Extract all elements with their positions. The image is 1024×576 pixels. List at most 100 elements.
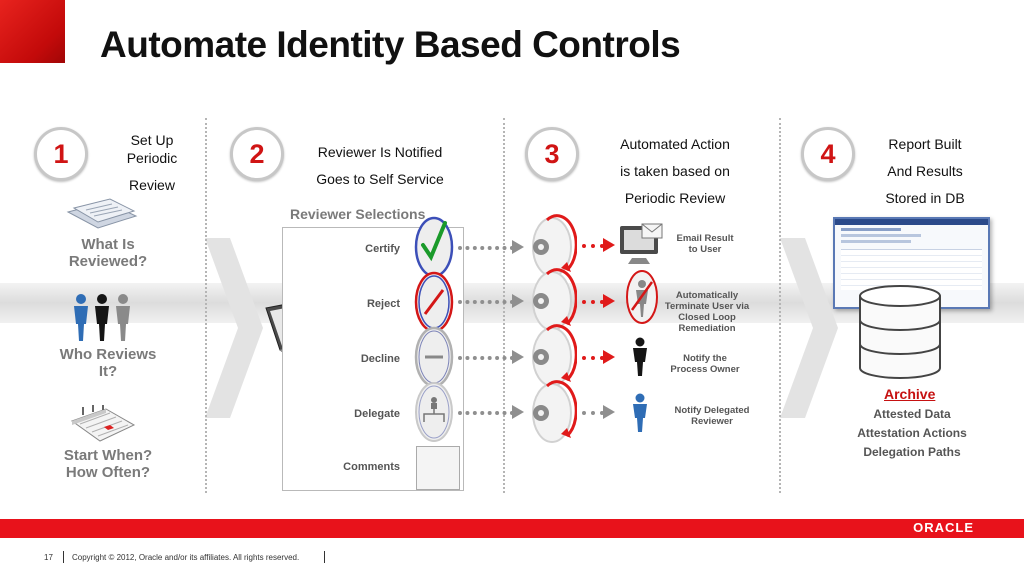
terminate-user-icon (626, 270, 658, 324)
oracle-logo: ORACLE (913, 520, 974, 535)
connector-dots (458, 411, 514, 415)
step-1-heading: Set Up Periodic Review (108, 131, 196, 194)
report-line (841, 228, 901, 231)
action-label-line: Closed Loop (678, 312, 736, 323)
people-icon (74, 294, 130, 341)
setup-label-line: Start When? (63, 447, 153, 464)
arrow-head-icon (512, 294, 524, 308)
setup-label-what: What Is Reviewed? (40, 236, 176, 270)
connector-dots (458, 246, 514, 250)
step-number-4: 4 (801, 127, 855, 181)
action-label-line: to User (688, 244, 722, 255)
step-4-heading-line: Report Built (888, 136, 962, 152)
report-table (841, 249, 982, 290)
action-label-line: Notify the (683, 353, 727, 364)
step-3-heading-line: is taken based on (620, 163, 730, 179)
action-label-line: Remediation (678, 323, 736, 334)
report-line (841, 240, 911, 243)
step-1-heading-line: Review (129, 177, 175, 193)
footer-divider (63, 551, 64, 563)
archive-item: Delegation Paths (863, 445, 961, 459)
action-label-line: Email Result (676, 233, 734, 244)
calendar-icon (70, 405, 136, 442)
step-number-3: 3 (525, 127, 579, 181)
archive-title: Archive (884, 386, 936, 402)
step-4-heading-line: Stored in DB (885, 190, 965, 206)
reviewer-panel-title: Reviewer Selections (290, 206, 426, 222)
step-3-heading-line: Periodic Review (624, 190, 726, 206)
setup-label-line: Who Reviews (59, 346, 157, 363)
arrow-head-icon (512, 240, 524, 254)
step-3-heading: Automated Action is taken based on Perio… (590, 131, 760, 212)
setup-label-line: How Often? (65, 464, 151, 481)
step-1-heading-line: Set Up (130, 132, 174, 148)
column-divider (503, 118, 505, 493)
step-2-heading: Reviewer Is Notified Goes to Self Servic… (295, 139, 465, 193)
step-number-2: 2 (230, 127, 284, 181)
process-owner-icon (633, 337, 647, 376)
archive-list: Attested Data Attestation Actions Delega… (840, 405, 984, 462)
action-label-line: Reviewer (691, 416, 733, 427)
email-monitor-icon (620, 223, 663, 264)
option-label-comments: Comments (343, 461, 400, 473)
archive-item: Attested Data (873, 407, 951, 421)
step-3-heading-line: Automated Action (620, 136, 730, 152)
setup-label-who: Who Reviews It? (40, 346, 176, 380)
database-icon (859, 285, 941, 379)
step-2-heading-line: Reviewer Is Notified (317, 144, 443, 160)
action-label-line: Terminate User via (664, 301, 750, 312)
option-label-decline: Decline (360, 353, 400, 365)
chevron-arrow-2 (780, 238, 838, 418)
chevron-arrow-1 (205, 238, 263, 418)
option-label-delegate: Delegate (354, 408, 400, 420)
column-divider (205, 118, 207, 493)
arrow-head-icon (603, 238, 615, 252)
comments-field[interactable] (416, 446, 460, 490)
step-1-heading-line: Periodic (126, 150, 178, 166)
option-label-certify: Certify (365, 243, 400, 255)
column-divider (779, 118, 781, 493)
setup-label-line: What Is (81, 236, 135, 253)
delegate-button[interactable] (413, 380, 455, 444)
arrow-head-icon (603, 294, 615, 308)
gear-cycle-icon (532, 268, 577, 331)
action-label-line: Process Owner (670, 364, 740, 375)
arrow-head-icon (512, 405, 524, 419)
connector-dots (458, 300, 514, 304)
slide-title: Automate Identity Based Controls (100, 24, 681, 65)
setup-label-line: Reviewed? (68, 253, 148, 270)
footer-divider (324, 551, 325, 563)
arrow-head-icon (603, 405, 615, 419)
step-number-1: 1 (34, 127, 88, 181)
copyright-text: Copyright © 2012, Oracle and/or its affi… (72, 553, 300, 562)
action-label-line: Notify Delegated (674, 405, 750, 416)
action-label-terminate: Automatically Terminate User via Closed … (655, 290, 759, 334)
delegated-reviewer-icon (633, 393, 647, 432)
action-label-process-owner: Notify the Process Owner (660, 353, 750, 375)
connector-dots-red (582, 356, 604, 360)
brand-corner-block (0, 0, 65, 63)
report-header-bar (835, 219, 988, 225)
step-4-heading: Report Built And Results Stored in DB (860, 131, 990, 212)
documents-icon (66, 198, 138, 229)
step-4-heading-line: And Results (887, 163, 963, 179)
action-label-delegated: Notify Delegated Reviewer (660, 405, 764, 427)
archive-item: Attestation Actions (857, 426, 967, 440)
connector-dots-red (582, 300, 604, 304)
step-2-heading-line: Goes to Self Service (316, 171, 444, 187)
option-label-reject: Reject (366, 298, 400, 310)
action-label-line: Automatically (675, 290, 739, 301)
arrow-head-icon (603, 350, 615, 364)
connector-dots-red (582, 244, 604, 248)
gear-cycle-icon (532, 380, 577, 443)
connector-dots (458, 356, 514, 360)
report-line (841, 234, 921, 237)
setup-label-line: It? (98, 363, 118, 380)
arrow-head-icon (512, 350, 524, 364)
action-label-email: Email Result to User (660, 233, 750, 255)
footer-red-bar (0, 519, 1024, 538)
decline-button[interactable] (413, 325, 455, 389)
page-number: 17 (44, 553, 53, 562)
gear-cycle-icon (532, 324, 577, 387)
setup-label-when: Start When? How Often? (40, 447, 176, 481)
